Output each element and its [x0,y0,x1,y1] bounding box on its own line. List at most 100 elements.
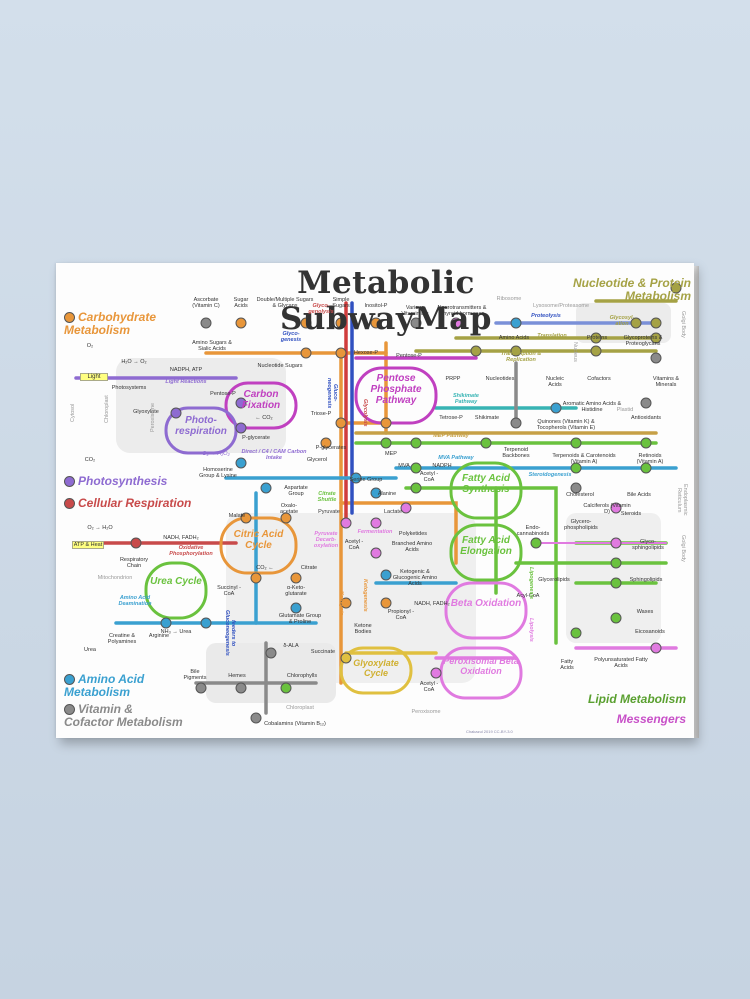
malate-label: Malate [228,513,246,519]
neurotransmitters-label: Neurotransmitters & Thyroid hormones [437,305,487,317]
glycogenesis-label: Glyco-genesis [280,331,302,343]
ketone-label: Ketone Bodies [354,623,372,635]
steroidogenesis-label: Steroidogenesis [528,472,572,478]
pentose-p2-label: Pentose-P [210,391,236,397]
plastid-label: Plastid [616,407,634,413]
o2-h2o2-label: O₂ → H₂O₂ [202,451,230,457]
glycerophospholipids-label: Glycero-phospholipids [564,519,598,531]
aa-deamination-label: Amino Acid Deamination [118,595,152,607]
acetyl-coa-label: Acetyl -CoA [419,471,439,483]
glycosphingolipids-label: Glyco-sphingolipids [632,539,664,551]
succinyl-label: Succinyl -CoA [217,585,241,597]
urea-label: Urea Cycle [150,576,202,587]
pyruvate-label: Pyruvate [318,509,340,515]
beta-label: Beta Oxidation [450,598,522,609]
lipolysis-label: Lipolysis [528,618,534,642]
glycosylation-label: Glycosyl-ation [609,315,635,327]
terpenoid-backbones-label: Terpenoid Backbones [502,447,530,459]
map-title: Metabolic SubwayMap [280,265,492,337]
hemes-label: Hemes [228,673,246,679]
ppp-ring [354,366,438,425]
legend-lipid: Lipid Metabolism [566,693,686,706]
vitamins-minerals-label: Vitamins & Minerals [652,376,680,388]
golgi-lower-label: Golgi Body [680,534,686,562]
gluconeogenesis-label: Gluco-neogenesis [326,377,338,409]
pufa-label: Polyunsaturated Fatty Acids [594,657,648,669]
shikimate-label: Shikimate [474,415,500,421]
citric-ring [219,516,298,575]
canvas-print: Metabolic SubwayMap Carbohydrate Metabol… [56,263,694,738]
ketoglutarate-label: α-Keto-glutarate [285,585,307,597]
photorespiration-label: Photo-respiration [175,415,227,437]
nadh-fadh2-label: NADH, FADH₂ [414,601,450,607]
citrate-label: Citrate [300,565,318,571]
serine-label: Serine Group [349,477,383,483]
calciferols-label: Calciferols (Vitamin D) [583,503,631,515]
steroids-label: Steroids [620,511,642,517]
oxaloacetate-label: Oxalo-acetate [279,503,299,515]
oxphos-label: Oxidative Phosphorylation [169,545,213,557]
glyoxylate-station-label: Glyoxylate [133,409,159,415]
tetrose-label: Tetrose-P [439,415,463,421]
canvas-side-edge [694,266,699,738]
hexose-label: Hexose-P [353,350,379,356]
urea-ring [144,561,208,620]
mitochondrion-label: Mitochondrion [97,575,133,581]
alanine-label: Alanine [377,491,397,497]
fatty-acids-label: Fatty Acids [560,659,574,671]
mva-pathway-label: MVA Pathway [438,455,474,461]
cytosol-label: Cytosol [70,403,76,423]
legend-photo-text: Photosynthesis [78,474,168,488]
glyoxylate-label: Glyoxylate Cycle [353,658,399,678]
waxes-label: Waxes [636,609,654,615]
nucleus-label: Nucleus [572,342,578,362]
simple-sugars-label: Simple Sugars [332,297,350,309]
amino-bullet-icon [64,674,75,686]
bile-pigments-label: Bile Pigments [183,669,207,681]
perox-beta-label: Peroxisomal Beta Oxidation [443,656,519,676]
chloroplast-upper-label: Chloroplast [104,395,110,423]
triose-label: Triose-P [310,411,332,417]
legend-messengers-text: Messengers [616,712,686,726]
peroxisome-lower-label: Peroxisome [411,709,441,715]
photosystems-label: Photosystems [111,385,147,391]
golgi-upper-label: Golgi Body [680,310,686,338]
beta-ring [444,581,528,640]
er-label: Endoplasmic Reticulum [676,484,688,516]
endocannabinoids-label: Endo-cannabinoids [516,525,550,537]
chloroplast-lower-label: Chloroplast [286,705,314,711]
p-glycerates-label: P-glycerates [315,445,347,451]
ppp-label: Pentose Phosphate Pathway [370,373,422,406]
glyoxylate-ring [339,646,413,695]
transcription-label: Transcription & Replication [500,351,542,363]
nadph-label: NADPH [432,463,452,469]
resp-chain-label: Respiratory Chain [119,557,149,569]
fas-ring [449,461,523,520]
legend-photosynthesis: Photosynthesis [64,475,194,488]
cobalamins-label: Cobalamins (Vitamin B₁₂) [264,721,326,727]
photorespiration-ring [164,406,238,455]
proteolysis-label: Proteolysis [531,313,561,319]
legend-carbohydrate: Carbohydrate Metabolism [64,311,184,337]
eicosanoids-label: Eicosanoids [635,629,665,635]
ascorbate-label: Ascorbate (Vitamin C) [192,297,220,309]
fermentation-label: Fermentation [357,529,393,535]
delta-ala-label: δ-ALA [283,643,299,649]
glycerol-label: Glycerol [306,457,328,463]
legend-lipid-text: Lipid Metabolism [587,692,686,706]
ketolysis-label: Ketolysis [338,590,344,616]
legend-vitamin: Vitamin & Cofactor Metabolism [64,703,184,729]
feeders-label: feeders to Gluconeogenesis [224,610,236,656]
light-reactions-label: Light Reactions [165,379,207,385]
chlorophylls-label: Chlorophylls [286,673,318,679]
lipid-line [404,486,558,645]
h2o-o2-label: H₂O → O₂ [121,359,147,365]
co2-label: CO₂ [84,457,96,463]
ketogenic-label: Ketogenic & Glucogenic Amino Acids [392,569,438,587]
shikimate-pathway-label: Shikimate Pathway [453,393,479,405]
citrate-shuttle-label: Citrate Shuttle [317,491,337,503]
sphingolipids-label: Sphingolipids [629,577,663,583]
nucleic-acids-label: Nucleic Acids [545,376,565,388]
legend-resp-text: Cellular Respiration [78,496,192,510]
er-region [566,513,661,643]
